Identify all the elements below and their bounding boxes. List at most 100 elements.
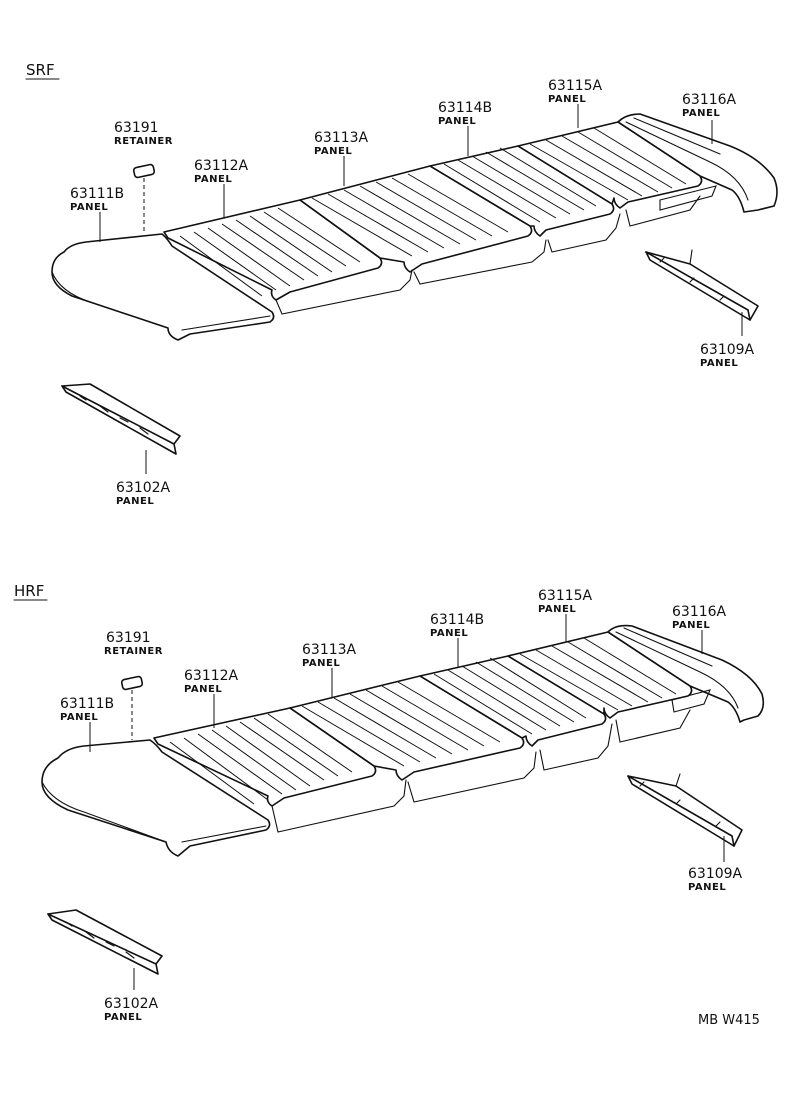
part-number: 63113A [314, 130, 369, 146]
part-name: PANEL [438, 116, 476, 127]
panel-cutout [671, 689, 711, 713]
panel-edge [51, 271, 169, 329]
part-label-63112a: 63112A PANEL [194, 158, 249, 185]
part-number: 63113A [302, 642, 357, 658]
panel-edge [41, 781, 167, 843]
panel-edge [539, 723, 613, 771]
part-label-63102a: 63102A PANEL [104, 996, 159, 1023]
part-label-63109a: 63109A PANEL [688, 866, 743, 893]
rail-panel-63109a [645, 249, 759, 321]
panel-edge [547, 213, 621, 253]
panel-edge [623, 627, 713, 667]
retainer-drawing-63191 [132, 163, 156, 232]
panel-drawing-63113a [299, 165, 533, 273]
part-name: PANEL [116, 496, 154, 507]
panel-edge [625, 195, 701, 227]
part-name: PANEL [672, 620, 710, 631]
part-label-63109a: 63109A PANEL [700, 342, 755, 369]
part-number: 63191 [114, 120, 159, 136]
panel-drawing-63111b [51, 233, 275, 341]
panel-drawing-63114b [429, 145, 615, 237]
section-label-srf: SRF [26, 61, 55, 79]
part-number: 63115A [548, 78, 603, 94]
roof-assembly-drawing [41, 624, 765, 857]
part-label-63116a: 63116A PANEL [682, 92, 737, 119]
rail-panel-63102a [47, 909, 163, 975]
leader-lines [89, 614, 725, 990]
part-name: PANEL [302, 658, 340, 669]
panel-drawing-63112a [163, 199, 383, 301]
rail-panel-63102a [61, 383, 181, 455]
part-number: 63109A [688, 866, 743, 882]
part-name: RETAINER [104, 646, 163, 657]
panel-edge [615, 631, 739, 709]
panel-rib-slots [179, 127, 687, 297]
part-number: 63112A [184, 668, 239, 684]
section-hrf: HRF [13, 582, 765, 1023]
panel-edge [625, 121, 749, 201]
part-name: PANEL [430, 628, 468, 639]
panel-edge [181, 315, 271, 331]
part-number: 63191 [106, 630, 151, 646]
panel-edge [271, 779, 407, 833]
part-label-63191: 63191 RETAINER [114, 120, 173, 147]
panel-edge [181, 825, 267, 843]
part-label-63112a: 63112A PANEL [184, 668, 239, 695]
panel-edge [275, 269, 413, 315]
panel-drawing-63116a [617, 113, 778, 213]
panel-drawing-63112a [153, 707, 377, 807]
part-label-63115a: 63115A PANEL [538, 588, 593, 615]
leader-lines [99, 104, 743, 474]
section-srf: SRF [25, 61, 778, 507]
panel-edge [413, 239, 547, 285]
part-number: 63112A [194, 158, 249, 174]
roof-assembly-drawing [51, 113, 778, 341]
part-label-63111b: 63111B PANEL [70, 186, 124, 213]
panel-drawing-63115a [507, 631, 693, 719]
part-label-63114b: 63114B PANEL [430, 612, 484, 639]
panel-drawing-63115a [517, 121, 703, 209]
part-label-63115a: 63115A PANEL [548, 78, 603, 105]
part-name: PANEL [70, 202, 108, 213]
part-number: 63114B [438, 100, 492, 116]
part-label-63116a: 63116A PANEL [672, 604, 727, 631]
part-number: 63111B [70, 186, 124, 202]
part-name: PANEL [548, 94, 586, 105]
part-number: 63102A [104, 996, 159, 1012]
section-label-hrf: HRF [14, 582, 44, 600]
part-name: RETAINER [114, 136, 173, 147]
part-label-63191: 63191 RETAINER [104, 630, 163, 657]
part-number: 63109A [700, 342, 755, 358]
panel-drawing-63116a [607, 624, 765, 723]
part-name: PANEL [104, 1012, 142, 1023]
panel-drawing-63114b [419, 655, 607, 747]
panel-edge [407, 751, 537, 803]
retainer-drawing-63191 [120, 675, 144, 740]
part-number: 63102A [116, 480, 171, 496]
part-name: PANEL [194, 174, 232, 185]
part-label-63113a: 63113A PANEL [314, 130, 369, 157]
part-name: PANEL [60, 712, 98, 723]
part-label-63102a: 63102A PANEL [116, 480, 171, 507]
part-label-63111b: 63111B PANEL [60, 696, 114, 723]
part-number: 63116A [672, 604, 727, 620]
part-label-63113a: 63113A PANEL [302, 642, 357, 669]
panel-rib-slots [169, 637, 677, 805]
part-number: 63115A [538, 588, 593, 604]
part-name: PANEL [700, 358, 738, 369]
panel-drawing-63113a [289, 675, 525, 781]
part-name: PANEL [184, 684, 222, 695]
part-label-63114b: 63114B PANEL [438, 100, 492, 127]
part-number: 63111B [60, 696, 114, 712]
part-number: 63116A [682, 92, 737, 108]
panel-edge [633, 117, 721, 155]
part-name: PANEL [682, 108, 720, 119]
part-name: PANEL [538, 604, 576, 615]
panel-cutout [659, 185, 717, 211]
figure-code: MB W415 [698, 1013, 760, 1028]
rail-panel-63109a [627, 773, 743, 847]
part-number: 63114B [430, 612, 484, 628]
panel-edge [615, 709, 691, 743]
part-name: PANEL [688, 882, 726, 893]
